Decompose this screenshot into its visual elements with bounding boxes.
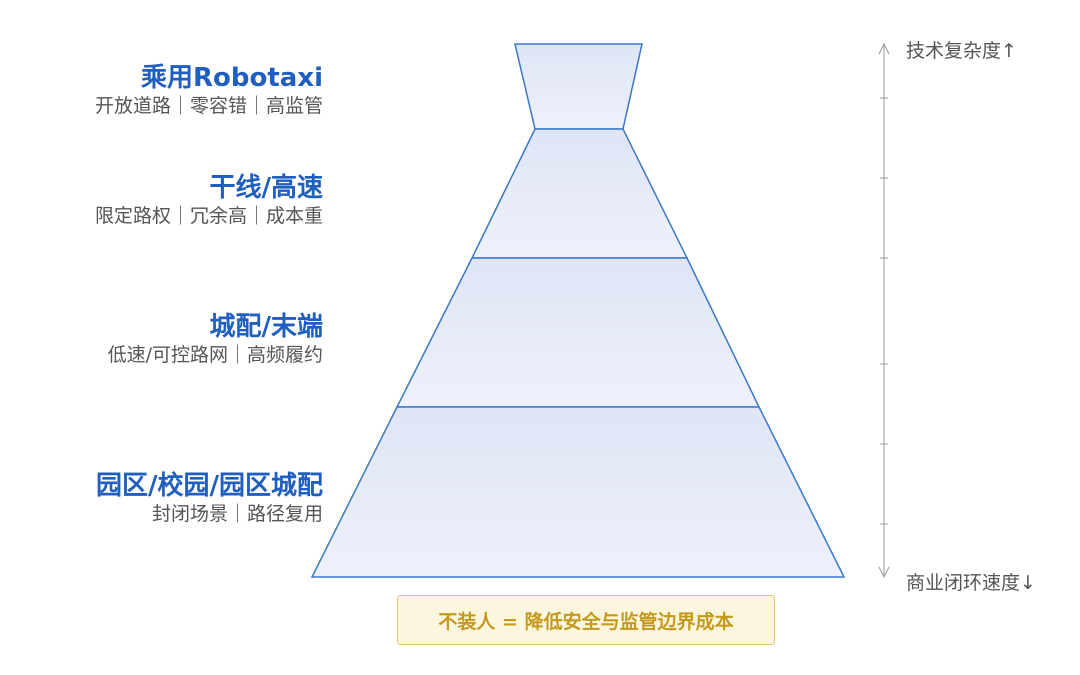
axis-ticks (880, 97, 888, 525)
tier-title: 城配/末端 (209, 312, 324, 342)
axis-bottom-label: 商业闭环速度↓ (906, 572, 1036, 594)
tier-title: 园区/校园/园区城配 (96, 471, 323, 501)
tier-subtitle: 封闭场景｜路径复用 (151, 503, 323, 525)
tier-subtitle: 低速/可控路网｜高频履约 (107, 344, 323, 366)
axis-up-arrow-icon (878, 42, 890, 55)
tier-label-robotaxi: 乘用Robotaxi 开放道路｜零容错｜高监管 (95, 63, 323, 119)
tier-subtitle: 开放道路｜零容错｜高监管 (94, 95, 323, 117)
pyramid-tier-4 (310, 406, 846, 578)
pyramid-tier-1 (514, 43, 643, 130)
pyramid-tier-2 (470, 128, 689, 259)
pyramid-tier-3 (395, 257, 761, 408)
tier-label-campus: 园区/校园/园区城配 封闭场景｜路径复用 (96, 471, 323, 527)
tier-subtitle: 限定路权｜冗余高｜成本重 (94, 205, 323, 227)
axis-down-arrow-icon (878, 566, 890, 579)
tier-title: 乘用Robotaxi (140, 63, 323, 93)
callout-text: 不装人 = 降低安全与监管边界成本 (438, 610, 734, 633)
tier-label-city-delivery: 城配/末端 低速/可控路网｜高频履约 (108, 312, 323, 368)
axis-top-label: 技术复杂度↑ (906, 40, 1017, 62)
tier-title: 干线/高速 (209, 173, 324, 203)
callout-box: 不装人 = 降低安全与监管边界成本 (397, 595, 775, 645)
tier-label-trunk: 干线/高速 限定路权｜冗余高｜成本重 (95, 173, 323, 229)
